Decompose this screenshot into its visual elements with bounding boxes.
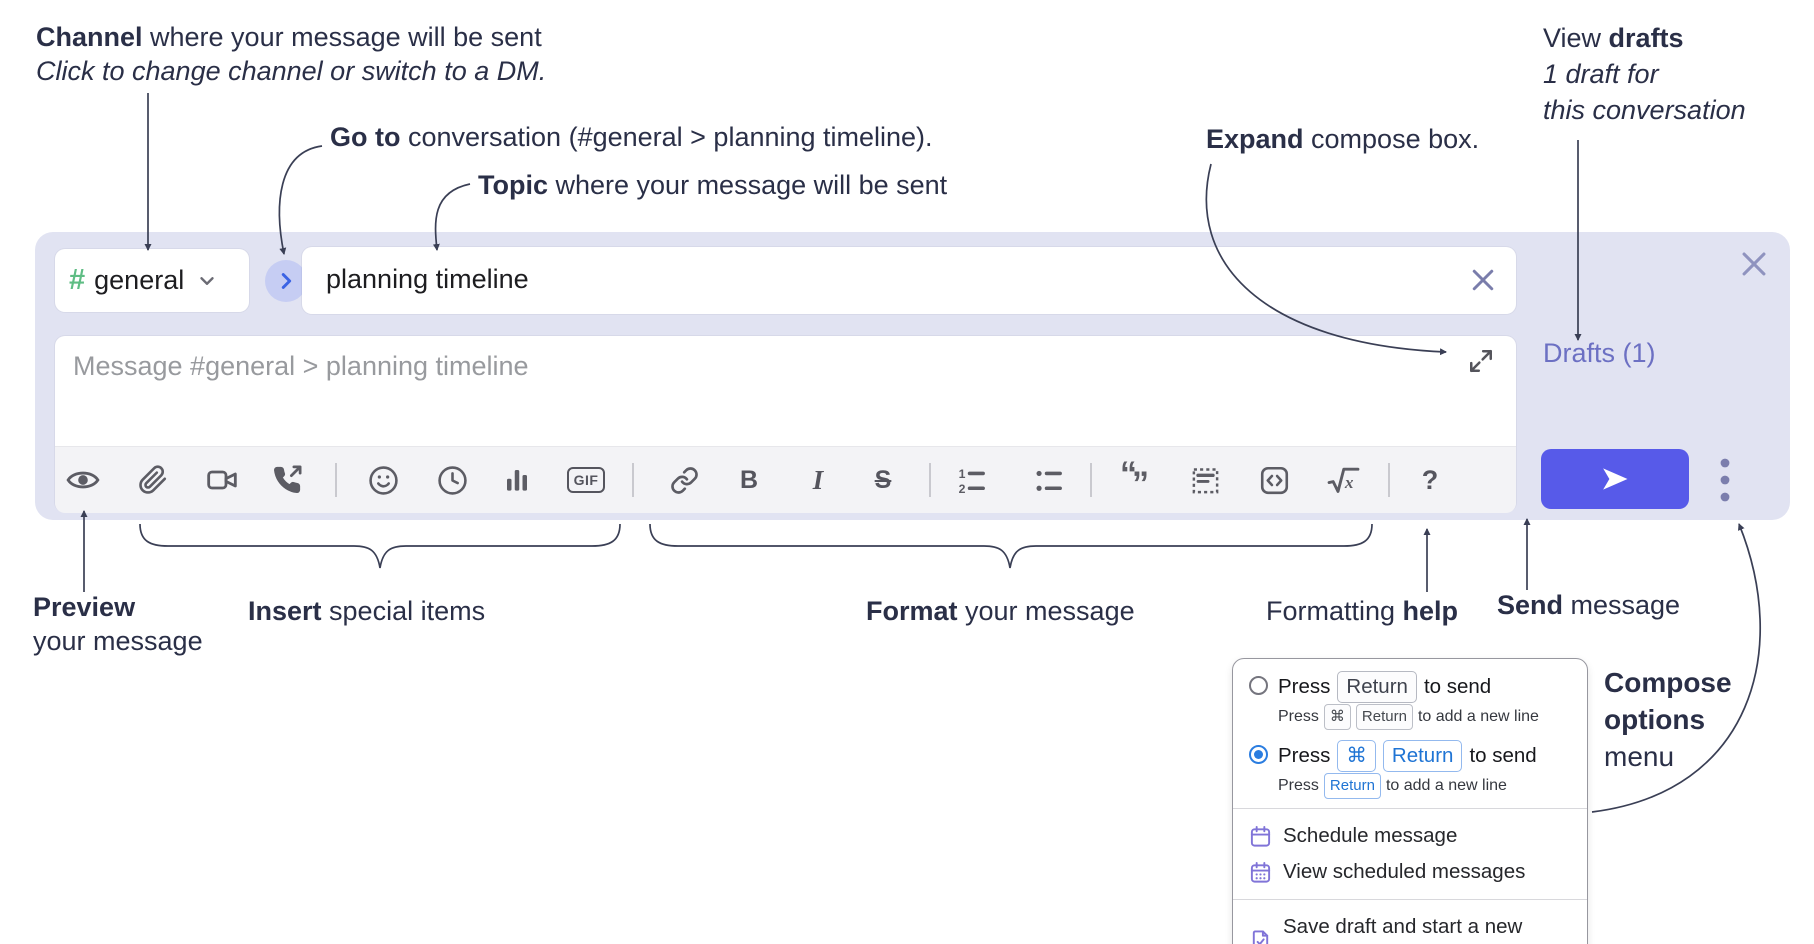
send-icon [1600, 464, 1630, 494]
compose-options-annotation: Compose options menu [1604, 667, 1732, 772]
chevron-right-icon [275, 270, 297, 292]
menu-divider [1233, 808, 1587, 809]
insert-brace [139, 523, 621, 569]
channel-annotation-line2: Click to change channel or switch to a D… [36, 56, 547, 86]
channel-selector[interactable]: # general [55, 249, 249, 312]
draft-check-icon [1249, 929, 1272, 944]
calendar-icon [1249, 825, 1272, 848]
goto-conversation-button[interactable] [265, 260, 307, 302]
format-brace [649, 523, 1373, 569]
send-annotation: Send message [1497, 590, 1681, 620]
channel-name: general [94, 265, 185, 295]
save-draft-item[interactable]: Save draft and start a new message [1249, 909, 1571, 944]
preview-eye-icon[interactable] [63, 460, 103, 500]
option-return-to-send[interactable]: Press Return to send Press ⌘ Return to a… [1249, 671, 1571, 730]
expand-compose-icon[interactable] [1468, 348, 1494, 374]
return-key: Return [1355, 704, 1413, 730]
svg-text:1: 1 [958, 466, 965, 480]
channel-annotation: Channel where your message will be sent … [36, 22, 547, 86]
toolbar-divider [1090, 463, 1092, 497]
option-cmd-return-to-send[interactable]: Press ⌘ Return to send Press Return to a… [1249, 740, 1571, 799]
compose-options-dots-icon[interactable] [1712, 452, 1738, 508]
emoji-icon[interactable] [363, 460, 403, 500]
insert-annotation: Insert special items [248, 596, 486, 626]
svg-text:”: ” [1132, 465, 1149, 499]
clear-topic-icon[interactable] [1468, 265, 1498, 295]
strikethrough-icon[interactable]: S [874, 465, 892, 494]
calendar-grid-icon [1249, 861, 1272, 884]
return-key: Return [1323, 773, 1381, 799]
channel-annotation-bold: Channel [36, 22, 143, 52]
return-key: Return [1382, 740, 1463, 772]
svg-text:x: x [1343, 473, 1353, 492]
bold-icon[interactable]: B [739, 465, 759, 494]
bulleted-list-icon[interactable] [1028, 460, 1068, 500]
message-placeholder: Message #general > planning timeline [73, 351, 529, 381]
drafts-link[interactable]: Drafts (1) [1543, 338, 1656, 368]
expand-annotation: Expand compose box. [1206, 124, 1480, 154]
preview-annotation: Preview your message [33, 592, 203, 656]
message-input[interactable]: Message #general > planning timeline [55, 336, 1516, 513]
menu-divider [1233, 899, 1587, 900]
attach-paperclip-icon[interactable] [133, 460, 173, 500]
topic-annotation: Topic where your message will be sent [478, 170, 948, 200]
code-icon[interactable] [1254, 460, 1294, 500]
formula-icon[interactable]: x [1323, 460, 1363, 500]
channel-hash-icon: # [69, 264, 86, 296]
return-key: Return [1337, 671, 1417, 703]
gif-icon[interactable]: GIF [560, 460, 612, 500]
schedule-message-item[interactable]: Schedule message [1249, 818, 1571, 854]
send-button[interactable] [1541, 449, 1689, 509]
compose-options-menu: Press Return to send Press ⌘ Return to a… [1232, 658, 1588, 944]
italic-icon[interactable]: I [812, 464, 824, 495]
cmd-key: ⌘ [1337, 740, 1376, 772]
quote-icon[interactable]: “” [1116, 460, 1156, 500]
formatting-help-annotation: Formatting help [1266, 596, 1459, 626]
cmd-key: ⌘ [1323, 704, 1351, 730]
topic-input[interactable]: planning timeline [302, 247, 1516, 314]
radio-unselected-icon[interactable] [1249, 676, 1268, 695]
format-annotation: Format your message [866, 596, 1135, 626]
svg-text:2: 2 [958, 481, 965, 495]
goto-annotation: Go to conversation (#general > planning … [330, 122, 933, 152]
audio-call-icon[interactable] [267, 460, 307, 500]
svg-text:“: “ [1120, 461, 1137, 493]
toolbar-divider [335, 463, 337, 497]
chevron-down-icon [196, 270, 218, 292]
poll-bars-icon[interactable] [497, 460, 537, 500]
topic-value: planning timeline [326, 264, 529, 294]
video-clip-icon[interactable] [202, 460, 242, 500]
toolbar-divider [929, 463, 931, 497]
toolbar-divider [1388, 463, 1390, 497]
radio-selected-icon[interactable] [1249, 745, 1268, 764]
view-drafts-annotation: View drafts 1 draft for this conversatio… [1543, 23, 1746, 125]
toolbar-divider [632, 463, 634, 497]
close-icon[interactable] [1737, 247, 1771, 281]
view-scheduled-messages-item[interactable]: View scheduled messages [1249, 854, 1571, 890]
code-snippet-icon[interactable] [1185, 460, 1225, 500]
recent-clock-icon[interactable] [432, 460, 472, 500]
formatting-help-icon[interactable]: ? [1421, 464, 1439, 495]
link-icon[interactable] [664, 460, 704, 500]
